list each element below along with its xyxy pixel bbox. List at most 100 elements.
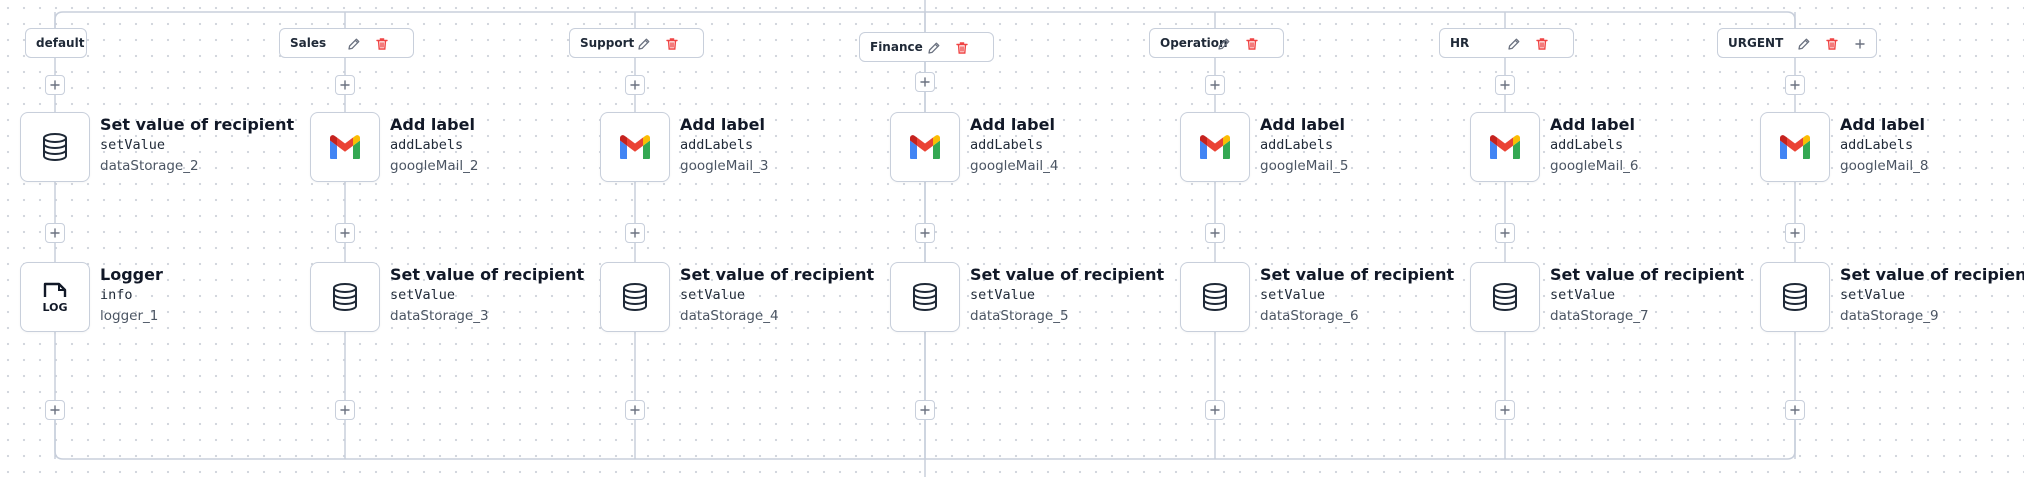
trash-icon[interactable]: [952, 38, 972, 58]
pencil-icon[interactable]: [924, 38, 944, 58]
pencil-icon[interactable]: [634, 34, 654, 54]
branch-name: URGENT: [1728, 36, 1784, 50]
add-step-button[interactable]: [335, 223, 355, 243]
pencil-icon[interactable]: [1794, 34, 1814, 54]
node-id: dataStorage_2: [100, 158, 199, 174]
add-step-button[interactable]: [625, 400, 645, 420]
branch-name: Support: [580, 36, 635, 50]
pencil-icon-glyph: [638, 38, 650, 50]
plus-icon: [1209, 227, 1221, 239]
node-method: setValue: [1840, 287, 1906, 303]
node-card[interactable]: [600, 112, 670, 182]
node-card[interactable]: [890, 262, 960, 332]
node-method: setValue: [970, 287, 1036, 303]
branch-actions: [344, 34, 392, 54]
add-step-button[interactable]: [1495, 400, 1515, 420]
node-card[interactable]: [1760, 112, 1830, 182]
node-id: dataStorage_9: [1840, 308, 1939, 324]
trash-icon[interactable]: [372, 34, 392, 54]
pencil-icon[interactable]: [344, 34, 364, 54]
node-card[interactable]: [310, 262, 380, 332]
add-step-button[interactable]: [45, 223, 65, 243]
plus-icon: [339, 227, 351, 239]
branch-label-urgent[interactable]: URGENT: [1717, 28, 1877, 58]
plus-icon: [1789, 404, 1801, 416]
add-step-button[interactable]: [335, 400, 355, 420]
add-step-button[interactable]: [1205, 75, 1225, 95]
plus-icon-glyph: [920, 77, 930, 87]
node-card[interactable]: [890, 112, 960, 182]
node-id: dataStorage_5: [970, 308, 1069, 324]
node-card[interactable]: [310, 112, 380, 182]
trash-icon[interactable]: [1242, 34, 1262, 54]
node-method: addLabels: [390, 137, 464, 153]
branch-name: default: [36, 36, 85, 50]
trash-icon[interactable]: [1532, 34, 1552, 54]
add-step-button[interactable]: [915, 72, 935, 92]
node-id: dataStorage_7: [1550, 308, 1649, 324]
add-step-button[interactable]: [1785, 75, 1805, 95]
add-step-button[interactable]: [1785, 400, 1805, 420]
node-card[interactable]: [20, 112, 90, 182]
gmail-icon: [618, 134, 652, 160]
node-card[interactable]: [1470, 262, 1540, 332]
node-title: Add label: [970, 115, 1055, 134]
node-id: dataStorage_3: [390, 308, 489, 324]
pencil-icon-glyph: [348, 38, 360, 50]
node-card[interactable]: [1180, 262, 1250, 332]
add-step-button[interactable]: [1495, 75, 1515, 95]
plus-icon-glyph: [1210, 405, 1220, 415]
plus-icon-glyph: [1210, 80, 1220, 90]
plus-icon-glyph: [1790, 228, 1800, 238]
branch-label-hr[interactable]: HR: [1439, 28, 1574, 58]
node-card[interactable]: [1180, 112, 1250, 182]
node-card[interactable]: [1470, 112, 1540, 182]
node-card[interactable]: [1760, 262, 1830, 332]
node-card[interactable]: LOG: [20, 262, 90, 332]
add-step-button[interactable]: [625, 75, 645, 95]
node-title: Logger: [100, 265, 163, 284]
svg-text:LOG: LOG: [43, 301, 68, 314]
plus-icon[interactable]: [1850, 34, 1870, 54]
node-method: addLabels: [1260, 137, 1334, 153]
add-step-button[interactable]: [1205, 223, 1225, 243]
add-step-button[interactable]: [1205, 400, 1225, 420]
pencil-icon[interactable]: [1214, 34, 1234, 54]
branch-label-operation[interactable]: Operation: [1149, 28, 1284, 58]
pencil-icon-glyph: [1508, 38, 1520, 50]
trash-icon-glyph: [1246, 38, 1258, 50]
gmail-icon: [1198, 134, 1232, 160]
add-step-button[interactable]: [1785, 223, 1805, 243]
gmail-icon: [908, 134, 942, 160]
branch-label-support[interactable]: Support: [569, 28, 704, 58]
trash-icon-glyph: [956, 42, 968, 54]
add-step-button[interactable]: [45, 75, 65, 95]
pencil-icon[interactable]: [1504, 34, 1524, 54]
branch-label-sales[interactable]: Sales: [279, 28, 414, 58]
add-step-button[interactable]: [625, 223, 645, 243]
add-step-button[interactable]: [915, 223, 935, 243]
branch-actions: [634, 34, 682, 54]
node-id: googleMail_3: [680, 158, 769, 174]
node-method: setValue: [1550, 287, 1616, 303]
branch-actions: [1214, 34, 1262, 54]
trash-icon[interactable]: [662, 34, 682, 54]
plus-icon-glyph: [340, 80, 350, 90]
branch-label-default[interactable]: default: [25, 28, 87, 58]
plus-icon-glyph: [630, 405, 640, 415]
add-step-button[interactable]: [915, 400, 935, 420]
plus-icon: [339, 79, 351, 91]
trash-icon[interactable]: [1822, 34, 1842, 54]
plus-icon: [1499, 227, 1511, 239]
node-card[interactable]: [600, 262, 670, 332]
add-step-button[interactable]: [1495, 223, 1515, 243]
add-step-button[interactable]: [335, 75, 355, 95]
gmail-icon: [1488, 134, 1522, 160]
plus-icon-glyph: [1500, 228, 1510, 238]
branch-name: HR: [1450, 36, 1470, 50]
branch-label-finance[interactable]: Finance: [859, 32, 994, 62]
add-step-button[interactable]: [45, 400, 65, 420]
branch-name: Sales: [290, 36, 327, 50]
